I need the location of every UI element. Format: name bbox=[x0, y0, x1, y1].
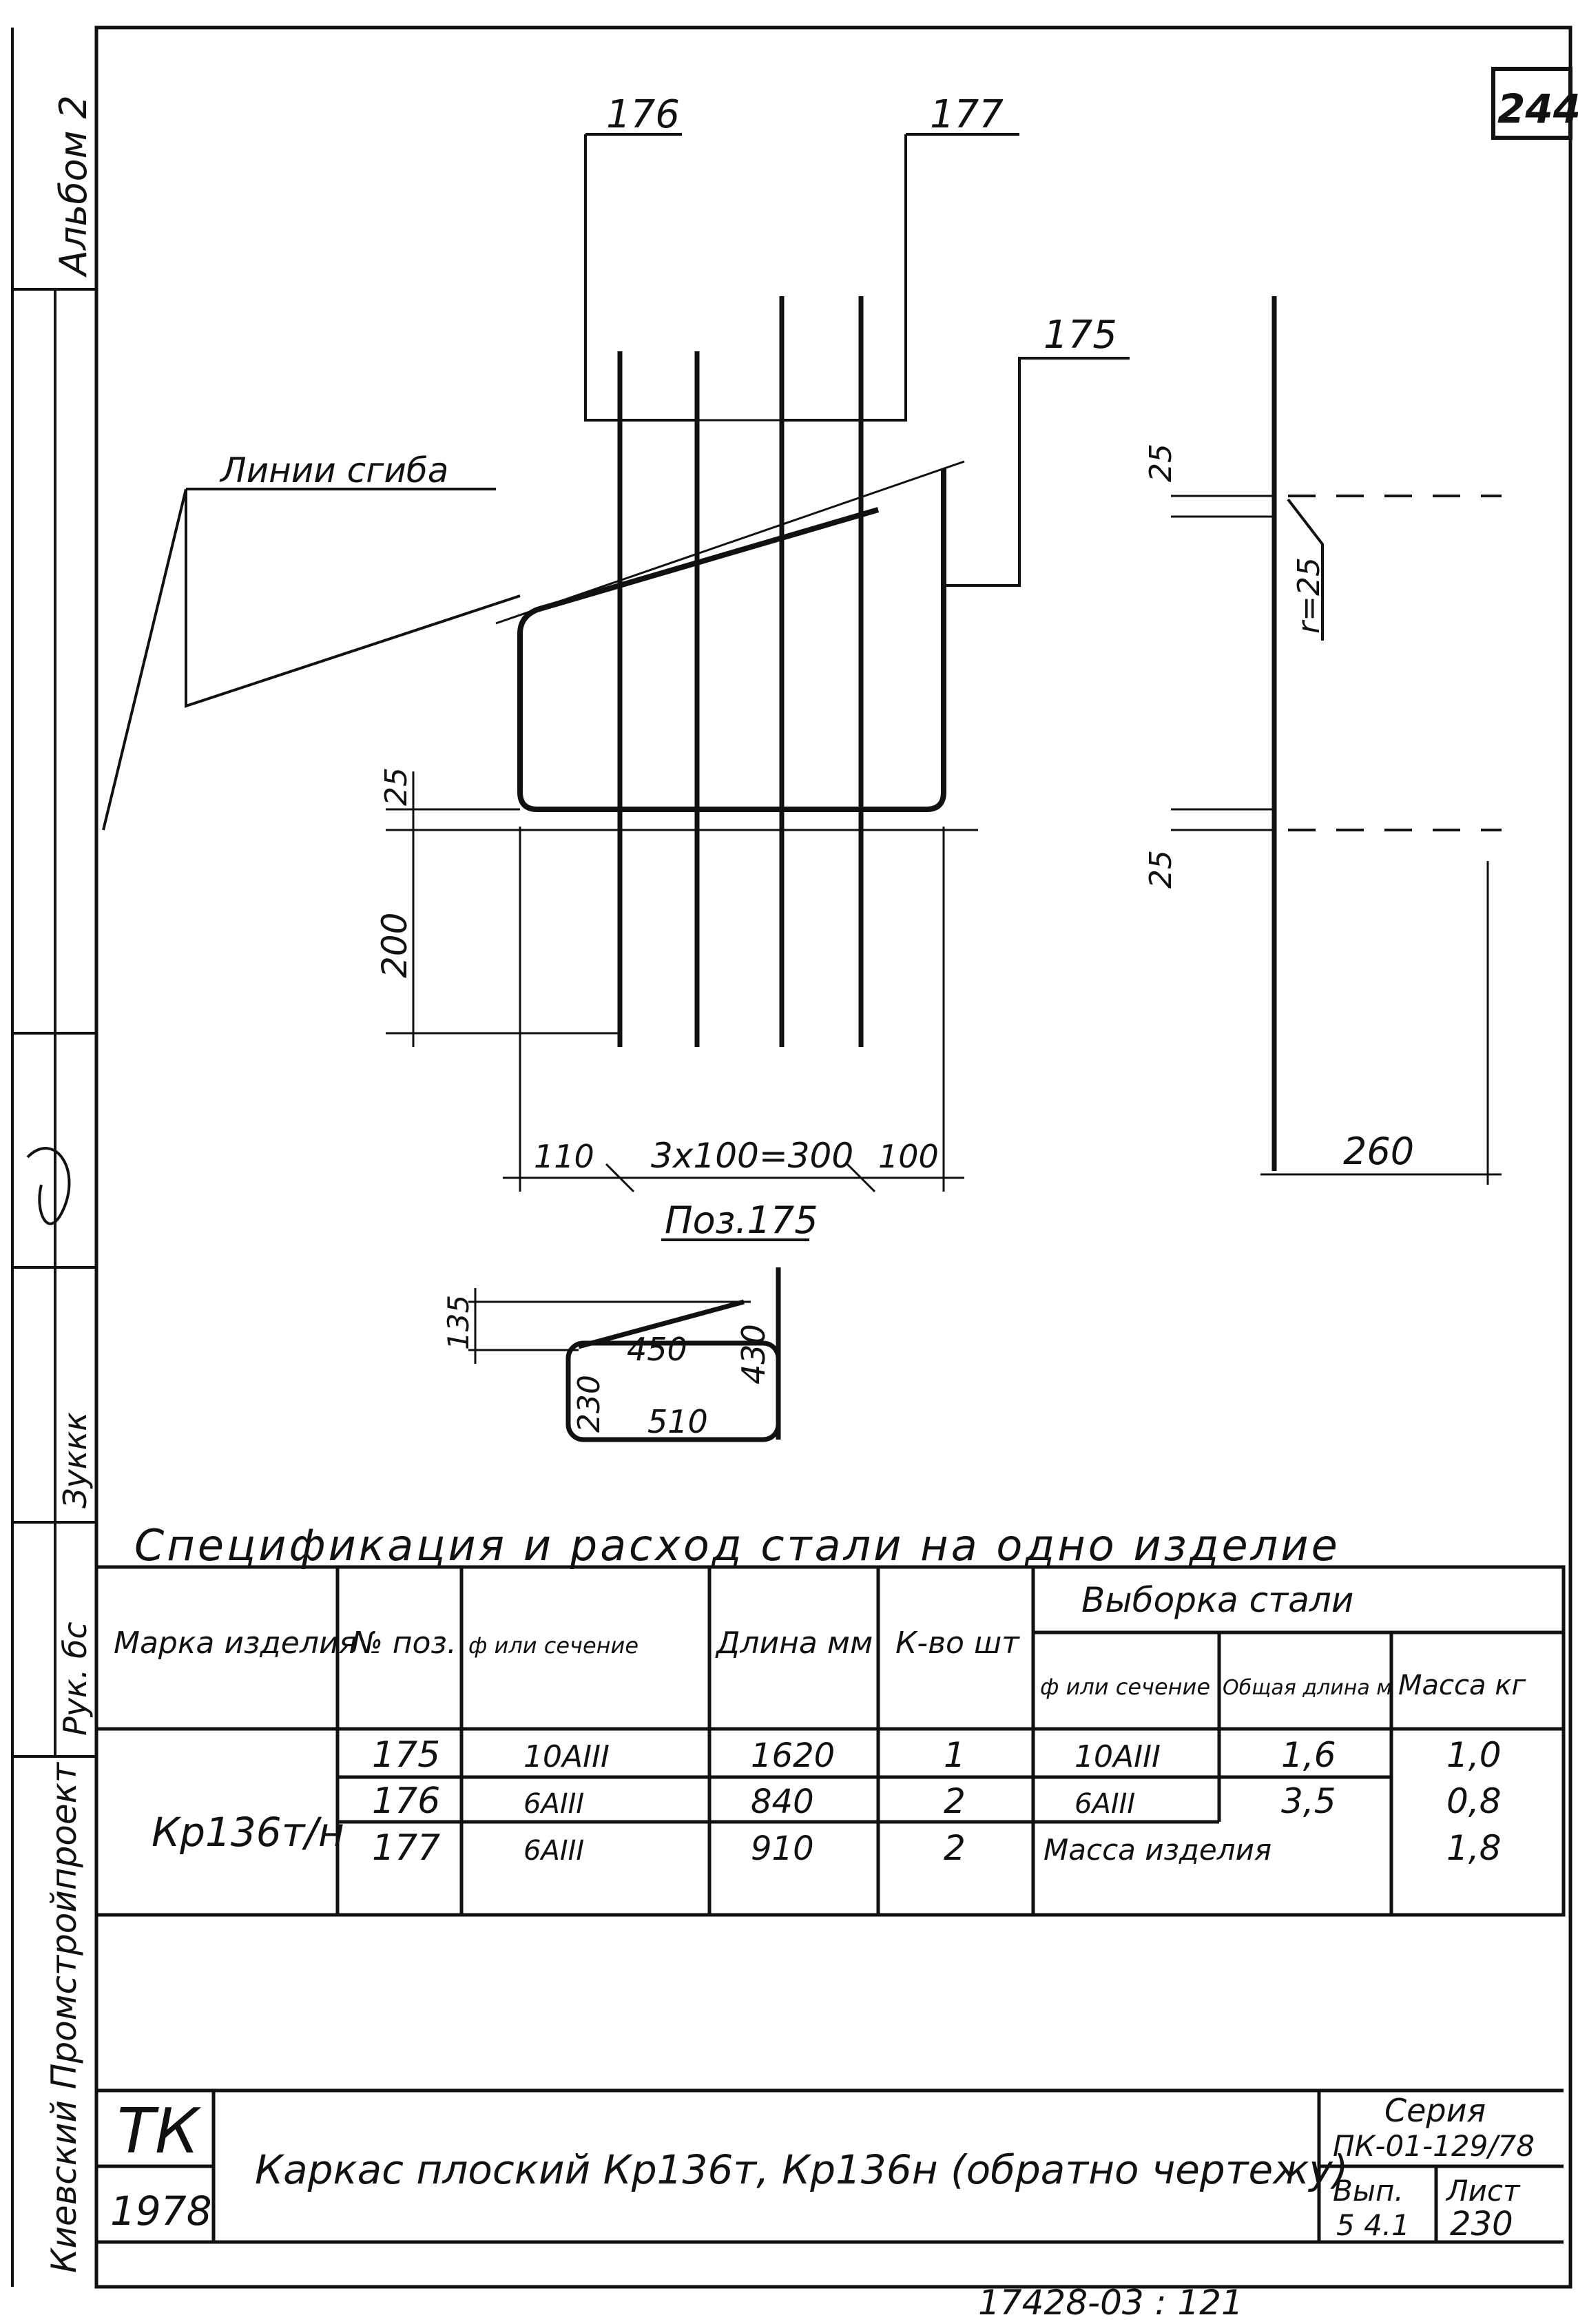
dim-25-right-bottom: 25 bbox=[1143, 850, 1179, 889]
cell-count: 2 bbox=[944, 1828, 966, 1868]
bend-lines-label: Линии сгиба bbox=[219, 450, 448, 490]
view-title-pos175: Поз.175 bbox=[665, 1199, 818, 1242]
label-pos-176: 176 bbox=[606, 92, 680, 137]
dim-200: 200 bbox=[375, 913, 415, 978]
signature-mark bbox=[26, 1147, 71, 1225]
header-sel-mass: Масса кг bbox=[1398, 1670, 1526, 1701]
institute-stamp: Киевский Промстройпроект bbox=[44, 1761, 84, 2273]
cell-total-mass-label: Масса изделия bbox=[1044, 1833, 1271, 1867]
dim-25-top-left: 25 bbox=[379, 767, 414, 806]
drawing-title: Каркас плоский Кр136т, Кр136н (обратно ч… bbox=[255, 2146, 1348, 2193]
left-binding-strip bbox=[11, 28, 96, 2287]
cell-sel-mass: 1,0 bbox=[1446, 1735, 1502, 1775]
album-label: Альбом 2 bbox=[52, 95, 95, 278]
dim-25-right-top: 25 bbox=[1143, 444, 1179, 482]
header-pos: № поз. bbox=[349, 1626, 457, 1661]
header-mark: Марка изделия bbox=[114, 1626, 357, 1661]
cell-sel-diam: 6АIII bbox=[1075, 1788, 1135, 1820]
table-row: 175 10АIII 1620 1 10АIII 1,6 1,0 bbox=[372, 1734, 1502, 1776]
dim-110: 110 bbox=[534, 1138, 594, 1175]
cell-length: 910 bbox=[751, 1829, 814, 1868]
rebar-frame-drawing: 176 177 175 Линии сгиба 25 200 110 3х bbox=[102, 92, 1502, 1442]
spec-title: Спецификация и расход стали на одно изде… bbox=[134, 1520, 1340, 1570]
series-value: ПК-01-129/78 bbox=[1333, 2129, 1535, 2163]
side-stamp-2: Зуккк bbox=[56, 1412, 94, 1508]
org-code: ТК bbox=[117, 2095, 202, 2168]
bend-510: 510 bbox=[647, 1403, 708, 1440]
mark-value: Кр136т/н bbox=[152, 1809, 344, 1856]
table-row: 177 6АIII 910 2 Масса изделия 1,8 bbox=[372, 1827, 1502, 1869]
header-count: К-во шт bbox=[895, 1626, 1020, 1661]
issue-value: 5 4.1 bbox=[1336, 2208, 1410, 2242]
header-selection: Выборка стали bbox=[1081, 1580, 1353, 1620]
bend-230: 230 bbox=[572, 1375, 607, 1433]
sheet-number-box: 244 bbox=[1491, 67, 1578, 140]
title-block: ТК 1978 Каркас плоский Кр136т, Кр136н (о… bbox=[96, 2088, 1564, 2244]
cell-sel-mass: 1,8 bbox=[1446, 1828, 1502, 1868]
bend-135: 135 bbox=[442, 1295, 475, 1350]
header-diam: ф или сечение bbox=[468, 1632, 639, 1659]
dim-260: 260 bbox=[1343, 1130, 1414, 1173]
bend-450: 450 bbox=[627, 1331, 687, 1368]
dim-100: 100 bbox=[878, 1138, 939, 1175]
issue-label: Вып. bbox=[1333, 2174, 1404, 2208]
cell-sel-diam: 10АIII bbox=[1075, 1739, 1161, 1774]
header-sel-length: Общая длина м bbox=[1223, 1676, 1392, 1700]
label-pos-177: 177 bbox=[930, 92, 1004, 137]
bar-175-bent bbox=[517, 468, 946, 812]
series-label: Серия bbox=[1384, 2092, 1486, 2129]
table-row: 176 6АIII 840 2 6АIII 3,5 0,8 bbox=[372, 1781, 1502, 1822]
bend-430: 430 bbox=[735, 1324, 772, 1384]
sheet-number: 244 bbox=[1497, 85, 1578, 132]
sheet-label: Лист bbox=[1445, 2174, 1521, 2208]
cell-count: 2 bbox=[944, 1781, 966, 1821]
header-sel-diam: ф или сечение bbox=[1040, 1674, 1210, 1700]
cell-pos: 177 bbox=[372, 1827, 440, 1869]
cell-sel-mass: 0,8 bbox=[1446, 1781, 1502, 1821]
cell-sel-length: 1,6 bbox=[1281, 1735, 1336, 1775]
dim-3x100: 3х100=300 bbox=[651, 1136, 853, 1176]
cell-diam: 6АIII bbox=[523, 1788, 584, 1820]
cell-diam: 10АIII bbox=[523, 1739, 610, 1774]
side-stamp-1: Рук. бс bbox=[56, 1621, 94, 1736]
cell-sel-length: 3,5 bbox=[1281, 1781, 1336, 1821]
cell-count: 1 bbox=[944, 1735, 966, 1775]
cell-diam: 6АIII bbox=[523, 1835, 584, 1867]
footer-stamp: 17428-03 : 121 bbox=[978, 2283, 1243, 2323]
year: 1978 bbox=[110, 2188, 212, 2234]
cell-pos: 175 bbox=[372, 1734, 440, 1776]
header-length: Длина мм bbox=[715, 1626, 873, 1661]
cell-length: 840 bbox=[751, 1783, 814, 1821]
dim-radius: r=25 bbox=[1291, 557, 1327, 634]
label-pos-175: 175 bbox=[1044, 313, 1117, 357]
sheet-value: 230 bbox=[1450, 2205, 1513, 2243]
cell-length: 1620 bbox=[751, 1736, 835, 1775]
specification-table: Спецификация и расход стали на одно изде… bbox=[94, 1520, 1566, 1917]
cell-pos: 176 bbox=[372, 1781, 440, 1822]
